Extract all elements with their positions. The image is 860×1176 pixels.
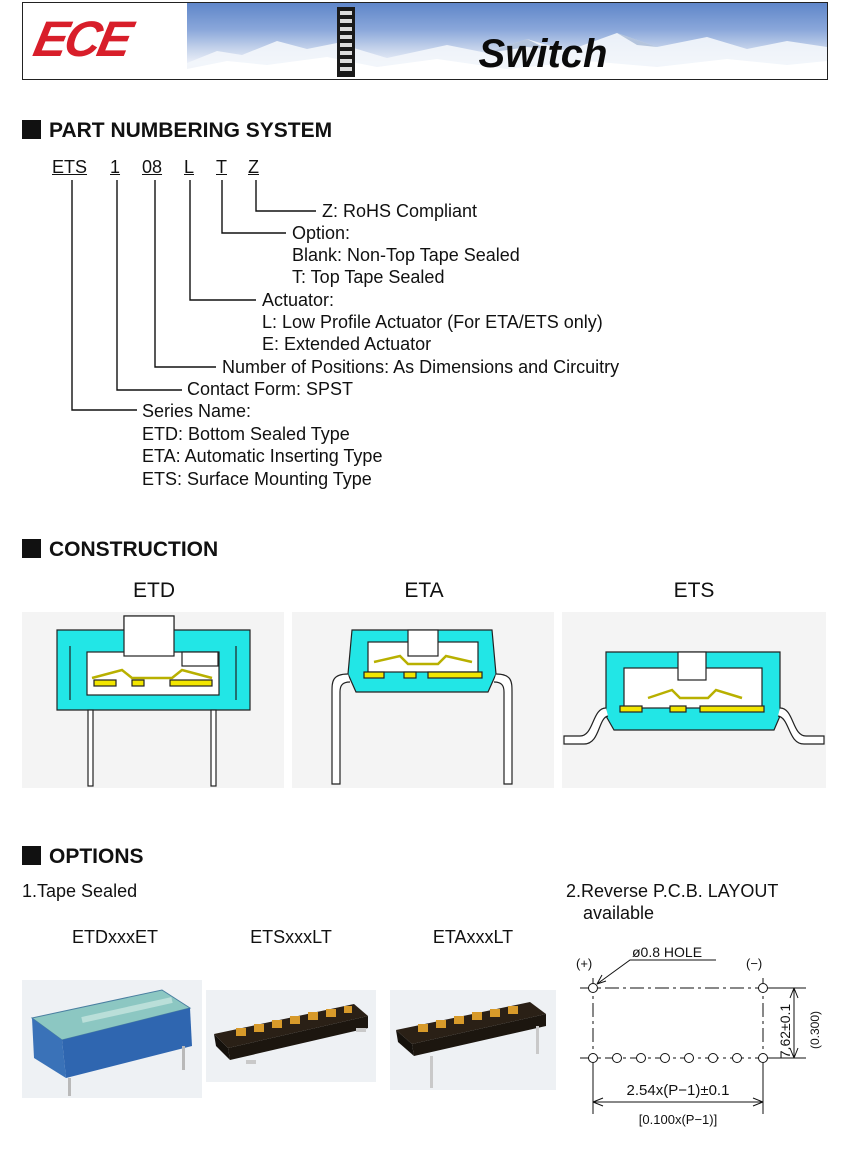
desc-series-etd: ETD: Bottom Sealed Type [142, 424, 350, 444]
pcb-minus-label: (−) [746, 956, 763, 971]
product-label-etd: ETDxxxET [71, 927, 158, 947]
diagram-title-ets: ETS [673, 579, 715, 602]
desc-rohs: Z: RoHS Compliant [322, 201, 478, 221]
desc-actuator-l: L: Low Profile Actuator (For ETA/ETS onl… [262, 312, 603, 332]
eta-construction-diagram [292, 612, 554, 788]
desc-actuator-e: E: Extended Actuator [262, 334, 432, 354]
logo-area: ECE [23, 3, 187, 79]
option-tape-sealed: 1.Tape Sealed [22, 881, 138, 901]
desc-series: Series Name: [142, 401, 252, 421]
product-label-eta: ETAxxxLT [432, 927, 514, 947]
pcb-height-inch: (0.300) [808, 1010, 822, 1050]
product-label-ets: ETSxxxLT [250, 927, 332, 947]
square-bullet-icon [22, 539, 41, 558]
eta-product-photo [390, 990, 556, 1090]
square-bullet-icon [22, 846, 41, 865]
desc-actuator: Actuator: [262, 290, 335, 310]
diagram-title-eta: ETA [404, 579, 444, 602]
pcb-plus-label: (+) [576, 956, 593, 971]
section-construction: CONSTRUCTION [22, 537, 442, 563]
diagram-title-etd: ETD [133, 579, 175, 602]
pcb-width-inch: [0.100x(P−1)] [638, 1112, 718, 1127]
pcb-width-dimension: 2.54x(P−1)±0.1 [626, 1082, 730, 1099]
pcb-layout-drawing [580, 959, 806, 1114]
part-number-connectors [71, 180, 316, 411]
ets-construction-diagram [562, 612, 826, 788]
desc-option-t: T: Top Tape Sealed [292, 267, 445, 287]
code-actuator: L [184, 157, 195, 177]
header-banner: ECE Switch [22, 2, 828, 80]
code-positions: 08 [142, 157, 163, 177]
etd-construction-diagram [22, 612, 284, 788]
square-bullet-icon [22, 120, 41, 139]
desc-series-ets: ETS: Surface Mounting Type [142, 469, 372, 489]
desc-positions: Number of Positions: As Dimensions and C… [222, 357, 620, 377]
section-heading: PART NUMBERING SYSTEM [49, 119, 333, 142]
pcb-hole-label: ø0.8 HOLE [632, 944, 703, 960]
switch-product-icon [337, 7, 355, 77]
section-options: OPTIONS [22, 844, 442, 870]
etd-product-photo [22, 980, 202, 1098]
desc-option-blank: Blank: Non-Top Tape Sealed [292, 245, 520, 265]
pcb-height-dimension: 7.62±0.1 [777, 1003, 793, 1059]
code-series: ETS [52, 157, 88, 177]
option-reverse-pcb: 2.Reverse P.C.B. LAYOUT [566, 881, 779, 901]
mountain-backdrop [187, 7, 827, 79]
option-reverse-pcb-available: available [583, 903, 655, 923]
desc-contact: Contact Form: SPST [187, 379, 354, 399]
desc-series-eta: ETA: Automatic Inserting Type [142, 446, 383, 466]
desc-option: Option: [292, 223, 351, 243]
code-rohs: Z [248, 157, 259, 177]
code-option: T [216, 157, 227, 177]
section-heading: OPTIONS [49, 845, 144, 868]
section-heading: CONSTRUCTION [49, 538, 219, 561]
ets-product-photo [206, 990, 376, 1082]
code-contact: 1 [110, 157, 121, 177]
section-part-numbering: PART NUMBERING SYSTEM [22, 118, 442, 144]
page-title: Switch [478, 32, 608, 76]
